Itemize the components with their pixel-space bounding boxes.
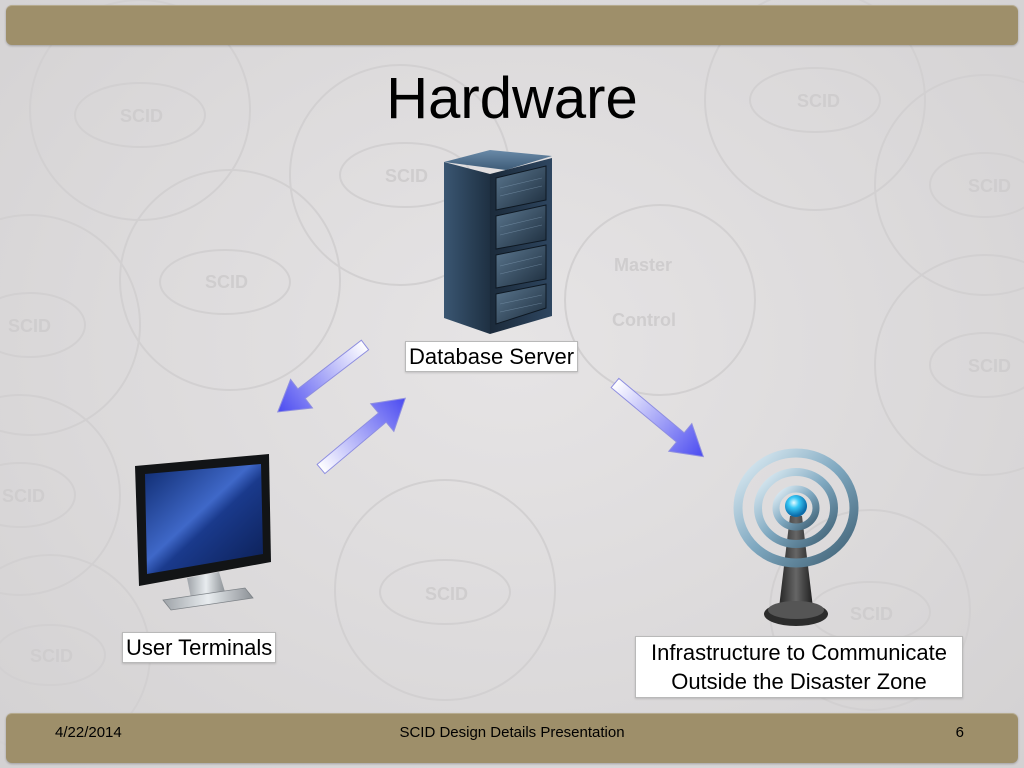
arrow-server-to-infrastructure-icon (610, 377, 705, 458)
arrow-terminals-to-server-icon (316, 397, 407, 475)
user-terminals-label: User Terminals (122, 632, 277, 663)
slide-title: Hardware (386, 66, 638, 131)
svg-text:SCID: SCID (205, 272, 248, 292)
svg-text:SCID: SCID (968, 356, 1011, 376)
infrastructure-label-line2: Outside the Disaster Zone (671, 669, 927, 694)
svg-text:Control: Control (612, 310, 676, 330)
svg-text:SCID: SCID (425, 584, 468, 604)
monitor-icon (135, 454, 271, 611)
svg-text:SCID: SCID (2, 486, 45, 506)
footer-presentation-title: SCID Design Details Presentation (399, 724, 625, 741)
database-server-label: Database Server (405, 341, 579, 372)
antenna-icon (733, 448, 859, 626)
footer-date: 4/22/2014 (55, 724, 122, 741)
svg-text:SCID: SCID (120, 106, 163, 126)
svg-text:SCID: SCID (8, 316, 51, 336)
footer-page-number: 6 (955, 724, 964, 741)
svg-text:SCID: SCID (850, 604, 893, 624)
infrastructure-label-line1: Infrastructure to Communicate (651, 640, 947, 665)
svg-text:SCID: SCID (30, 646, 73, 666)
svg-text:SCID: SCID (968, 176, 1011, 196)
svg-text:SCID: SCID (797, 91, 840, 111)
server-rack-icon (444, 150, 552, 334)
infrastructure-label: Infrastructure to Communicate Outside th… (635, 636, 963, 698)
svg-text:SCID: SCID (385, 166, 428, 186)
arrow-server-to-terminals-icon (276, 339, 370, 413)
footer-bar (6, 713, 1018, 763)
svg-text:Master: Master (614, 255, 672, 275)
header-bar (6, 5, 1018, 45)
